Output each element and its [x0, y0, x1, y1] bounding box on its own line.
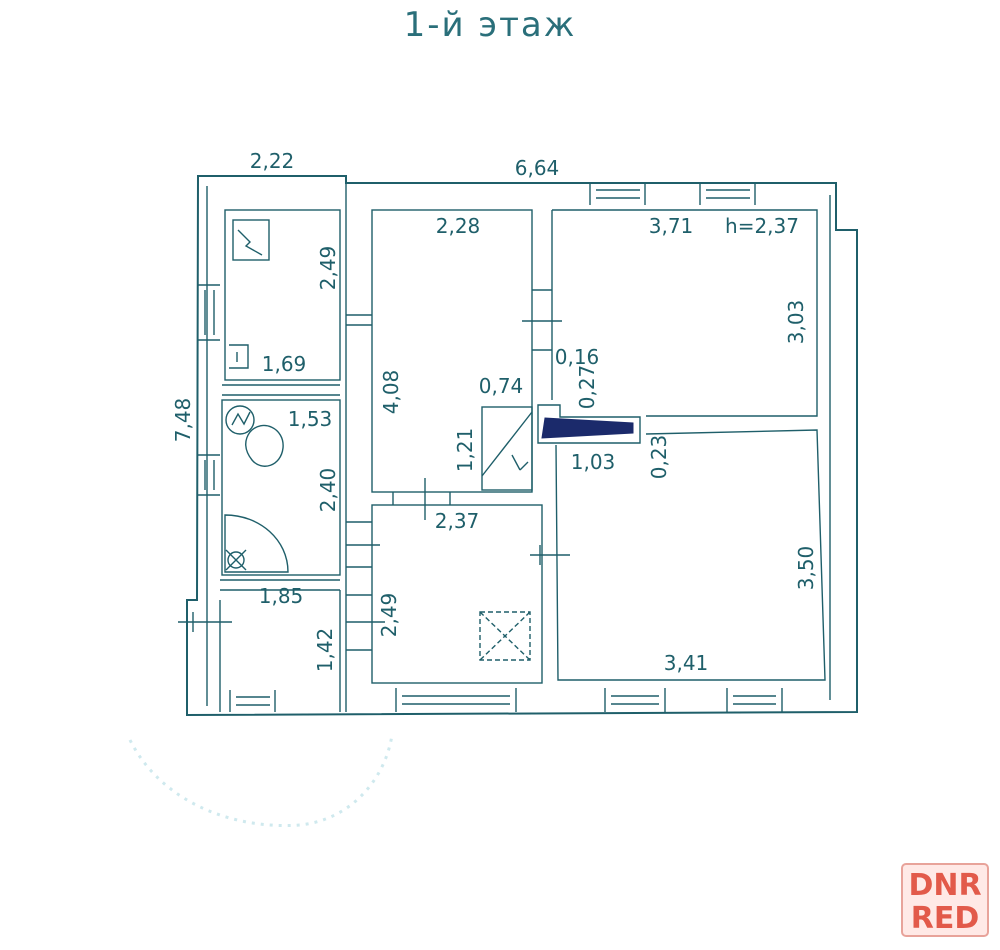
dim-gap-a: 0,16 [555, 345, 600, 369]
dim-top-width: 6,64 [515, 156, 560, 180]
room-c [555, 429, 826, 681]
dim-wc-height: 2,49 [316, 246, 340, 291]
dim-wc-width: 1,69 [262, 352, 307, 376]
bathroom [221, 399, 341, 576]
watermark-logo: DNR RED [901, 863, 989, 937]
dim-room-b-height: 3,03 [784, 300, 808, 345]
dim-room-a-width: 2,28 [436, 214, 481, 238]
dim-ceiling-height: h=2,37 [725, 214, 799, 238]
dim-hall-height: 2,49 [377, 593, 401, 638]
entry-room [178, 579, 341, 712]
dim-entry-width: 1,85 [259, 584, 304, 608]
dim-top-left-width: 2,22 [250, 149, 295, 173]
dim-hall-width: 2,37 [435, 509, 480, 533]
toilet-icon [229, 344, 249, 369]
outer-walls [186, 175, 858, 717]
hatch-icon [479, 611, 531, 661]
dim-stair-width: 0,74 [479, 374, 524, 398]
dim-room-b-width: 3,71 [649, 214, 694, 238]
dim-total-height: 7,48 [171, 398, 195, 443]
stamp-trace [128, 734, 394, 828]
dim-gap-c: 0,23 [647, 435, 671, 480]
boiler-icon [237, 229, 263, 256]
dim-bath-width: 1,53 [288, 407, 333, 431]
dimension-labels: 2,22 6,64 7,48 2,28 4,08 3,71 h=2,37 3,0… [171, 149, 818, 675]
dim-step-width: 1,03 [571, 450, 616, 474]
dim-room-c-width: 3,41 [664, 651, 709, 675]
entry-door-mark [178, 612, 232, 632]
toilet-bowl-icon [245, 424, 284, 467]
dim-room-a-height: 4,08 [379, 370, 403, 415]
room-a [346, 209, 533, 520]
dim-bath-height: 2,40 [316, 468, 340, 513]
sink-icon [225, 405, 255, 435]
room-b [522, 209, 818, 417]
plan-title: 1-й этаж [404, 5, 577, 45]
watermark-line-1: DNR [908, 868, 981, 903]
stair-block [481, 404, 641, 491]
watermark-line-2: RED [911, 901, 980, 936]
dim-entry-height: 1,42 [313, 628, 337, 673]
stair-arrow-icon [541, 417, 634, 439]
boiler-icon [232, 219, 270, 261]
dim-room-c-height: 3,50 [794, 546, 818, 591]
shower-icon [224, 514, 289, 573]
wc-room [222, 209, 341, 396]
hall [346, 504, 570, 684]
dim-stair-height: 1,21 [453, 428, 477, 473]
dim-gap-b: 0,27 [575, 365, 599, 410]
